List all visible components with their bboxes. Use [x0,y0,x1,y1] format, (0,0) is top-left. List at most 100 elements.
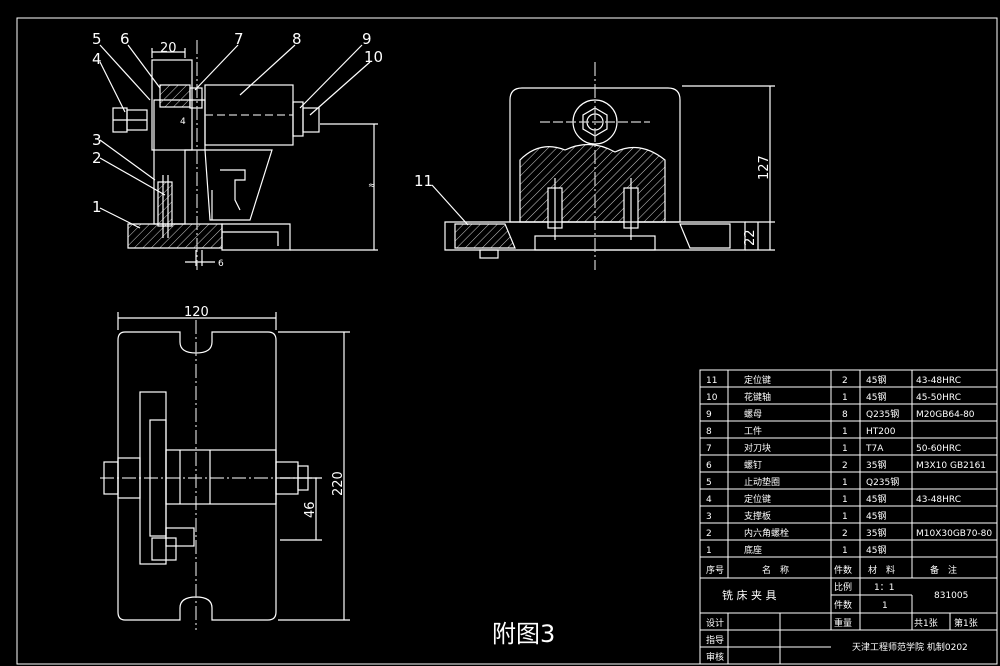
dim-plan-offset: 46 [303,501,318,518]
bom-header-note: 备 注 [930,564,957,576]
tb-review-label: 审核 [706,651,724,663]
dim-bottom-offset: 6 [218,259,224,269]
label-1: 1 [92,198,102,216]
tb-guide-label: 指导 [706,634,724,646]
side-view [431,62,775,270]
bom-cell-qty: 2 [842,376,848,386]
bom-cell-mat: 45钢 [866,544,886,556]
bom-cell-name: 内六角螺栓 [744,527,789,539]
dim-top-width: 20 [160,41,177,56]
bom-cell-qty: 1 [842,444,848,454]
bom-cell-no: 6 [706,461,712,471]
bom-header-name: 名 称 [762,564,789,576]
label-10: 10 [364,48,383,66]
dim-side-small: ≈ [368,181,376,191]
bom-cell-mat: 45钢 [866,391,886,403]
bom-cell-no: 3 [706,512,712,522]
bom-cell-qty: 2 [842,529,848,539]
label-7: 7 [234,30,244,48]
bom-cell-name: 定位键 [744,374,771,386]
bom-cell-note: M20GB64-80 [916,410,975,420]
tb-drawing-no: 831005 [934,591,968,601]
bom-cell-mat: 35钢 [866,527,886,539]
bom-header-no: 序号 [706,564,724,576]
bom-cell-mat: Q235钢 [866,476,899,488]
bom-cell-qty: 1 [842,393,848,403]
bom-cell-name: 对刀块 [744,442,771,454]
tb-title: 铣 床 夹 具 [722,588,777,602]
bom-cell-name: 定位键 [744,493,771,505]
tb-count-label: 件数 [834,599,852,611]
bom-cell-qty: 1 [842,427,848,437]
drawing-frame [16,17,998,665]
dim-small-mark: 4 [180,117,186,127]
front-base [127,223,223,249]
bom-cell-mat: Q235钢 [866,408,899,420]
bom-cell-no: 7 [706,444,712,454]
bom-cell-mat: 45钢 [866,493,886,505]
bom-cell-name: 花键轴 [744,391,771,403]
bom-cell-no: 9 [706,410,712,420]
bom-cell-no: 11 [706,376,717,386]
bom-cell-no: 8 [706,427,712,437]
front-base-right [221,223,291,251]
bom-cell-mat: 45钢 [866,374,886,386]
bom-header-qty: 件数 [834,564,852,576]
bom-cell-note: 50-60HRC [916,444,961,454]
plan-body [117,331,277,621]
bom-cell-mat: HT200 [866,427,896,437]
front-view [99,40,378,270]
tb-design-label: 设计 [706,617,724,629]
tb-weight-label: 重量 [834,617,852,629]
dim-height-base: 22 [743,229,758,246]
label-4: 4 [92,50,102,68]
label-9: 9 [362,30,372,48]
tb-sheet-no: 第1张 [954,617,978,629]
label-11: 11 [414,172,433,190]
bom-table [699,369,998,665]
bom-cell-no: 10 [706,393,718,403]
bom-cell-note: 45-50HRC [916,393,961,403]
bom-cell-mat: 35钢 [866,459,886,471]
bom-cell-qty: 1 [842,495,848,505]
bom-cell-note: M10X30GB70-80 [916,529,992,539]
label-5: 5 [92,30,102,48]
label-2: 2 [92,149,102,167]
bom-cell-name: 支撑板 [744,510,771,522]
bom-cell-note: 43-48HRC [916,495,961,505]
bom-cell-no: 4 [706,495,712,505]
bom-cell-mat: 45钢 [866,510,886,522]
tb-count-value: 1 [882,601,888,611]
figure-caption: 附图3 [492,620,555,648]
bom-cell-name: 止动垫圈 [744,476,780,488]
bom-cell-name: 底座 [744,544,762,556]
bom-cell-qty: 2 [842,461,848,471]
dim-plan-height: 220 [331,471,346,496]
tb-scale-label: 比例 [834,581,852,593]
tb-sheets-total: 共1张 [914,618,938,629]
bom-cell-note: 43-48HRC [916,376,961,386]
tb-scale-value: 1：1 [874,583,894,593]
bom-cell-no: 1 [706,546,712,556]
bom-cell-no: 5 [706,478,712,488]
side-body [509,87,681,223]
bom-cell-name: 工件 [744,425,762,437]
bom-cell-name: 螺钉 [744,460,762,471]
plan-view [100,312,350,630]
bom-cell-qty: 1 [842,546,848,556]
tb-school: 天津工程师范学院 机制0202 [852,641,968,653]
label-8: 8 [292,30,302,48]
label-3: 3 [92,131,102,149]
dim-plan-width: 120 [184,305,209,320]
bom-cell-qty: 1 [842,478,848,488]
label-6: 6 [120,30,130,48]
bom-header-mat: 材 料 [868,564,895,576]
bom-cell-qty: 8 [842,410,848,420]
dim-height-total: 127 [757,155,772,180]
bom-cell-no: 2 [706,529,712,539]
bom-cell-qty: 1 [842,512,848,522]
bom-cell-note: M3X10 GB2161 [916,461,986,471]
bom-cell-mat: T7A [865,444,884,454]
